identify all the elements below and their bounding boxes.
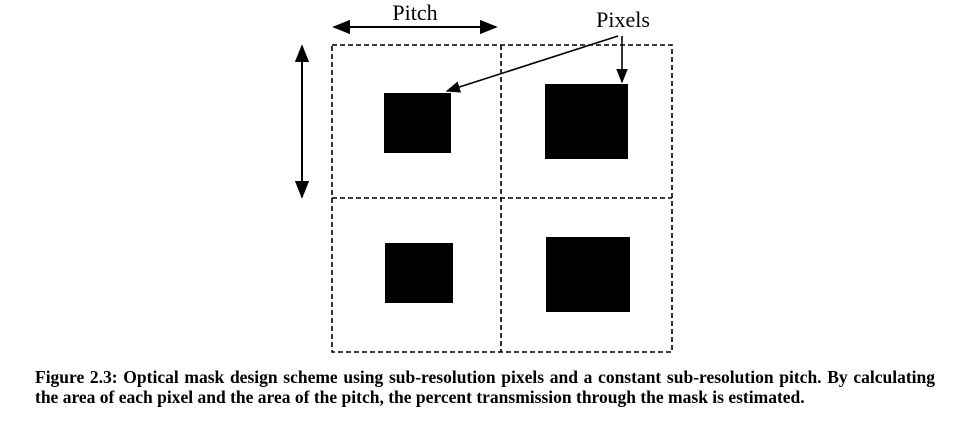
figure-caption: Figure 2.3: Optical mask design scheme u… — [35, 367, 935, 407]
pixels-pointer-arrow-left — [445, 35, 619, 93]
pixel-squares — [384, 84, 630, 312]
pixel-square-top-left — [384, 93, 451, 153]
pixel-square-bottom-left — [385, 243, 453, 303]
pixel-square-bottom-right — [546, 237, 630, 312]
pixels-label: Pixels — [596, 7, 650, 32]
pitch-grid — [331, 44, 673, 353]
pixel-square-top-right — [545, 84, 628, 159]
pitch-label: Pitch — [392, 0, 437, 25]
